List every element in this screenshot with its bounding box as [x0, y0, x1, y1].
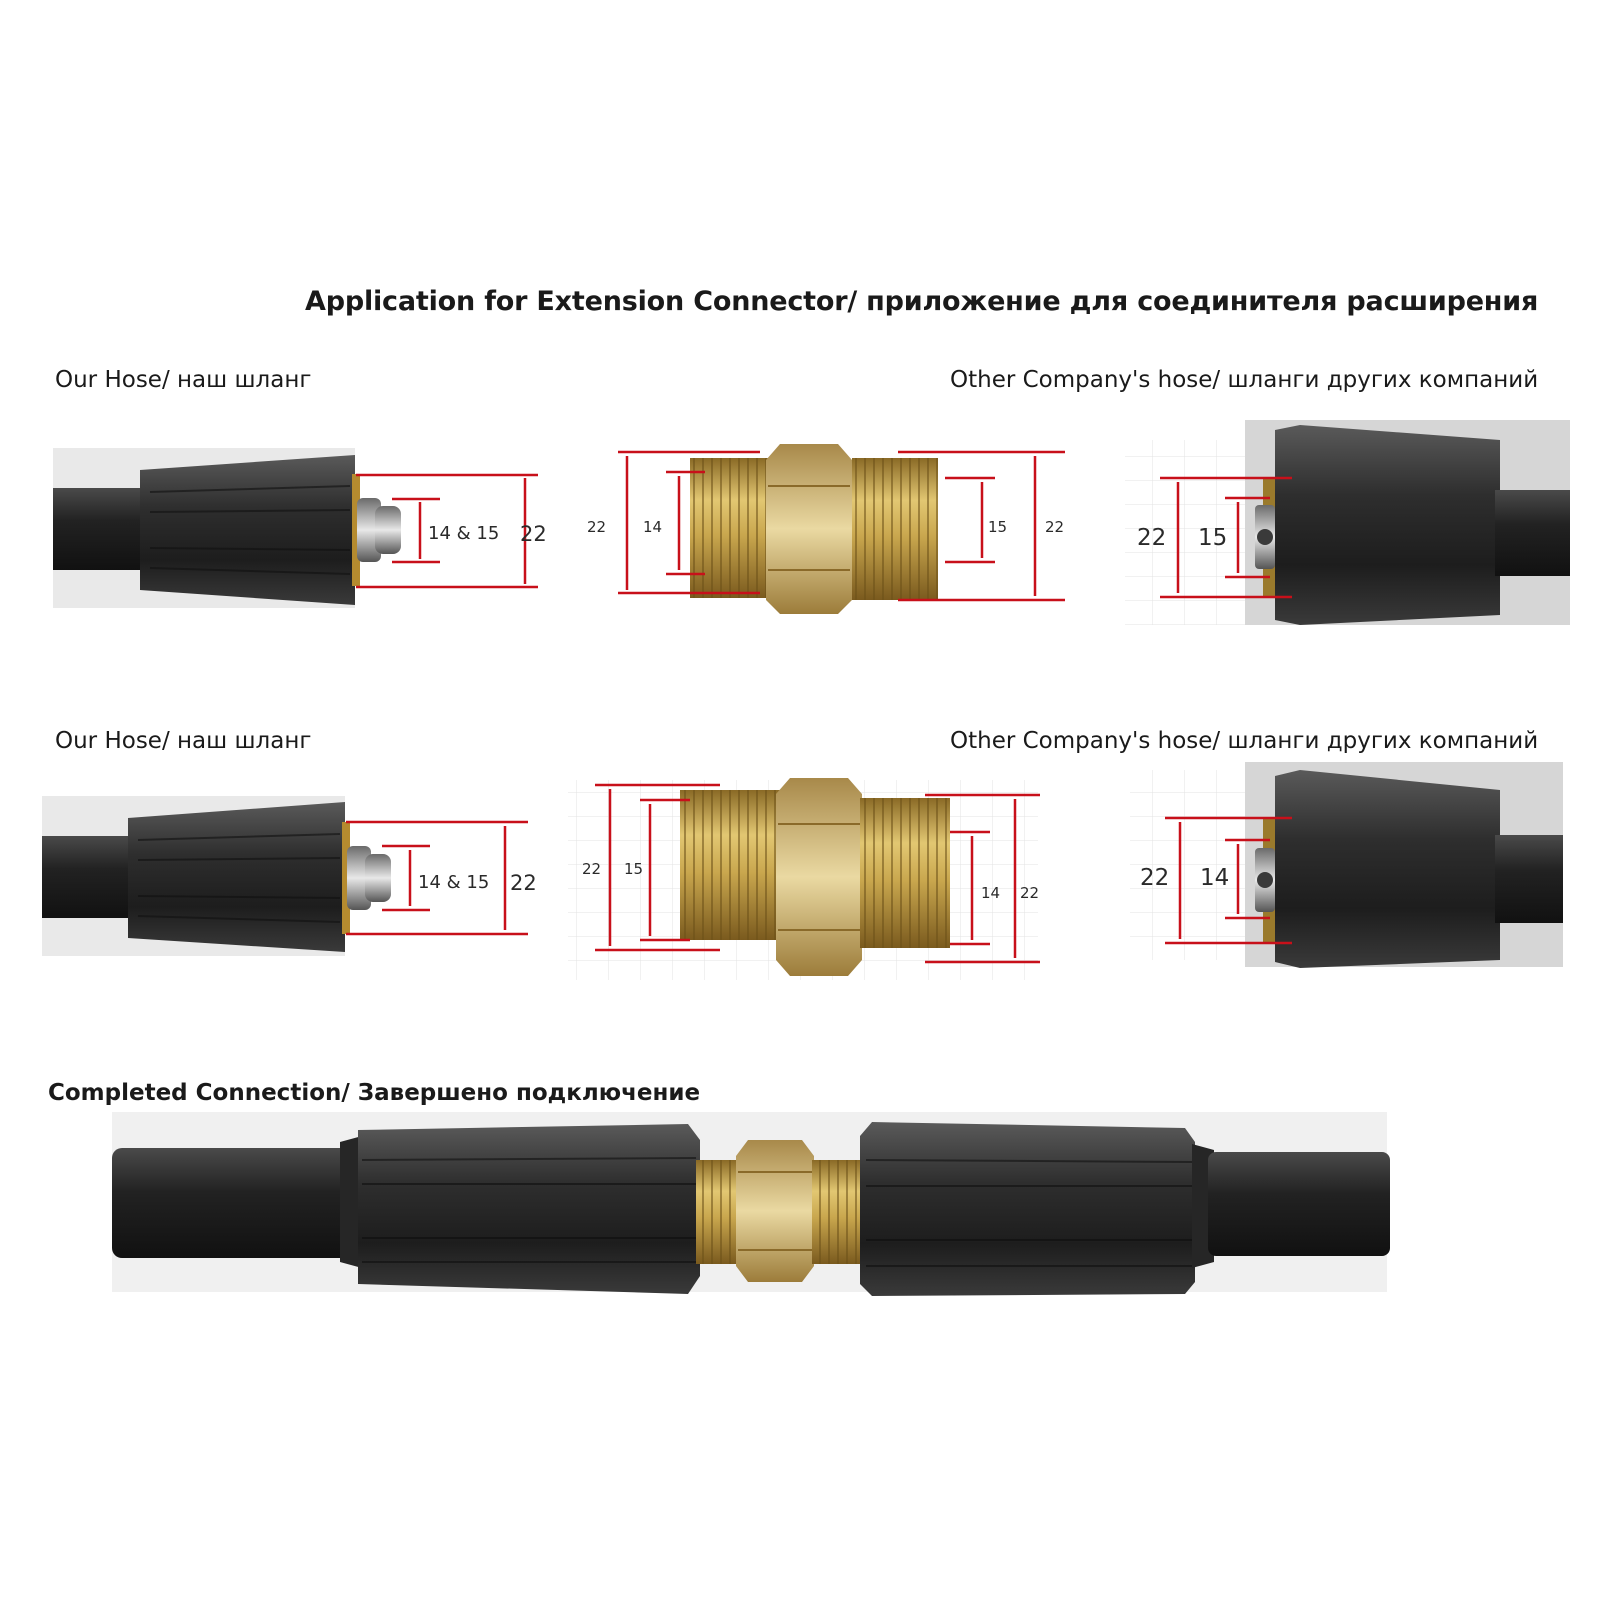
our-hose-label-2: Our Hose/ наш шланг: [55, 728, 312, 754]
other-hose-image-2: [1130, 762, 1563, 968]
page-title: Application for Extension Connector/ при…: [305, 286, 1539, 317]
our-hose-outer-dim-1: 22: [520, 522, 547, 546]
other-hose-dimensions-1: [1160, 476, 1292, 599]
other-hose-inner-dim-2: 14: [1200, 865, 1229, 891]
our-hose-dimensions-1: [356, 473, 538, 589]
connector-left-outer-dim-1: 22: [587, 518, 606, 536]
connector-left-outer-dim-2: 22: [582, 860, 601, 878]
connector-right-outer-dim-1: 22: [1045, 518, 1064, 536]
connector-left-inner-dim-1: 14: [643, 518, 662, 536]
completed-connection-label: Completed Connection/ Завершено подключе…: [48, 1080, 701, 1106]
completed-connection-image: [112, 1112, 1390, 1296]
our-hose-dimensions-2: [346, 820, 528, 936]
connector-right-inner-dim-1: 15: [988, 518, 1007, 536]
our-hose-inner-dim-2: 14 & 15: [418, 872, 489, 893]
our-hose-label-1: Our Hose/ наш шланг: [55, 367, 312, 393]
other-hose-label-2: Other Company's hose/ шланги других комп…: [950, 728, 1539, 754]
other-hose-inner-dim-1: 15: [1198, 525, 1227, 551]
connector-dimensions-2: [595, 783, 1040, 964]
connector-image-2: [568, 778, 1038, 980]
our-hose-inner-dim-1: 14 & 15: [428, 523, 499, 544]
other-hose-image-1: [1125, 420, 1570, 625]
connector-dimensions-1: [618, 450, 1065, 602]
our-hose-outer-dim-2: 22: [510, 871, 537, 895]
connector-right-inner-dim-2: 14: [981, 884, 1000, 902]
other-hose-outer-dim-2: 22: [1140, 865, 1169, 891]
our-hose-image-2: [42, 796, 391, 956]
connector-left-inner-dim-2: 15: [624, 860, 643, 878]
other-hose-dimensions-2: [1165, 816, 1292, 945]
other-hose-outer-dim-1: 22: [1137, 525, 1166, 551]
other-hose-label-1: Other Company's hose/ шланги других комп…: [950, 367, 1539, 393]
connector-right-outer-dim-2: 22: [1020, 884, 1039, 902]
connector-image-1: [690, 444, 938, 614]
our-hose-image-1: [53, 448, 401, 608]
